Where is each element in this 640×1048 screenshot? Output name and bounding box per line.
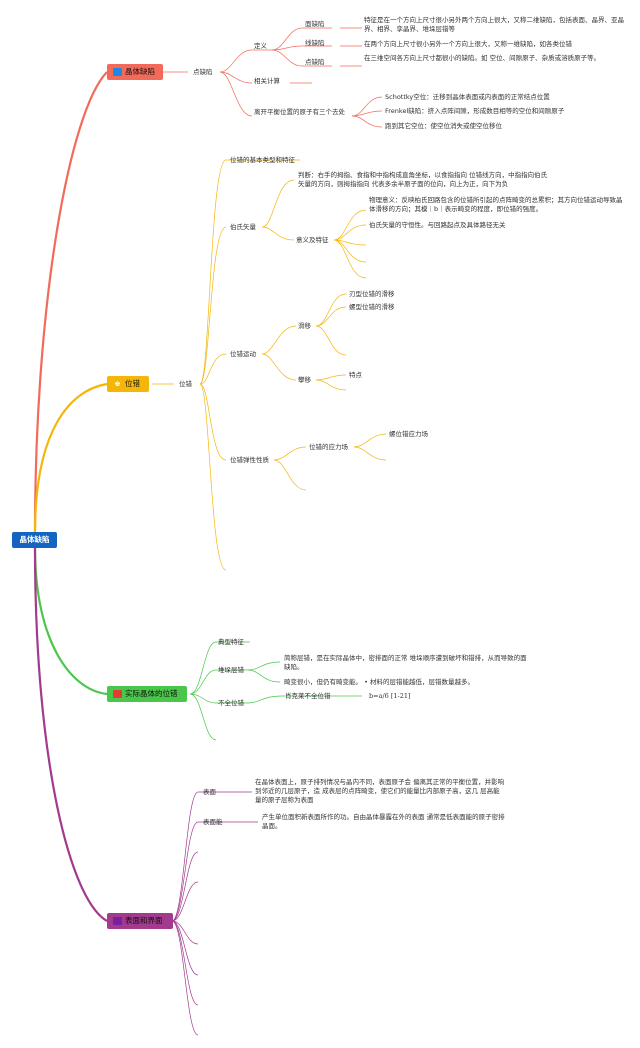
branch-2-lines (152, 159, 387, 571)
desc-surface: 在晶体表面上，原子排列情况与晶内不同，表面原子会 偏离其正常的平衡位置，并影响到… (255, 778, 505, 804)
branch-label: 晶体缺陷 (125, 67, 155, 76)
node-typical-features[interactable]: 典型特征 (218, 638, 244, 646)
branch-3-lines (189, 641, 362, 741)
node-atom-leave[interactable]: 离开平衡位置的原子有三个去处 (254, 108, 345, 116)
desc-conservation: 伯氏矢量的守恒性。与回路起点及具体路径无关 (369, 221, 506, 229)
root-node[interactable]: 晶体缺陷 (12, 532, 57, 548)
node-basic-types[interactable]: 位错的基本类型和特征 (230, 156, 295, 164)
node-elastic-properties[interactable]: 位错弹性性质 (230, 456, 269, 464)
node-definition[interactable]: 定义 (254, 42, 267, 50)
node-surface[interactable]: 表面 (203, 788, 216, 796)
branch-4-lines (171, 791, 258, 1036)
branch-real-crystal-dislocation[interactable]: 实际晶体的位错 (107, 686, 187, 702)
desc-stacking-energy: 畸变很小，但仍有畸变能。 • 材料的层错能越低，层错数量越多。 (284, 678, 474, 686)
slip-edge: 刃型位错的滑移 (349, 290, 395, 298)
red-flag-icon (113, 690, 122, 698)
branch-4-connector (33, 547, 108, 922)
node-plane-defect[interactable]: 面缺陷 (305, 20, 325, 28)
node-climb[interactable]: 攀移 (298, 376, 311, 384)
node-calculation[interactable]: 相关计算 (254, 77, 280, 85)
slip-screw: 螺型位错的滑移 (349, 303, 395, 311)
node-dislocation[interactable]: 位错 (179, 380, 192, 388)
branch-label: 位错 (125, 379, 140, 388)
stress-screw: 螺位错应力场 (389, 430, 428, 438)
leave-other-vacancy: 跑到其它空位：使空位消失或使空位移位 (385, 122, 502, 130)
node-meaning[interactable]: 意义及特征 (296, 236, 329, 244)
node-dislocation-motion[interactable]: 位错运动 (230, 350, 256, 358)
climb-feature: 特点 (349, 371, 362, 379)
branch-crystal-defects[interactable]: 晶体缺陷 (107, 64, 163, 80)
branch-label: 实际晶体的位错 (125, 689, 178, 698)
formula-shockley: b=a/6 [1-21] (369, 692, 411, 700)
node-point-defect-def[interactable]: 点缺陷 (305, 58, 325, 66)
node-partial-dislocation[interactable]: 不全位错 (218, 699, 244, 707)
desc-physical-meaning: 物理意义：反映柏氏回路包含的位错所引起的点阵畸变的总累积；其方向位错运动导致晶体… (369, 196, 623, 213)
desc-surface-energy: 产生单位面积新表面所作的功。自由晶体暴露在外的表面 通常是低表面能的原子密排晶面… (262, 813, 505, 830)
branch-surface-interface[interactable]: 表面和界面 (107, 913, 173, 929)
node-stacking-fault[interactable]: 堆垛层错 (218, 666, 244, 674)
branch-1-connector (33, 71, 108, 534)
desc-burgers-judge: 判断：右手的拇指、食指和中指构成直角坐标，以食指指向 位错线方向，中指指向伯氏矢… (298, 171, 548, 188)
leave-schottky: Schottky空位：迁移到晶体表面或内表面的正常结点位置 (385, 93, 550, 101)
trophy-icon: ♚ (114, 380, 121, 388)
branch-2-connector (33, 382, 108, 534)
node-stress-field[interactable]: 位错的应力场 (309, 443, 348, 451)
desc-stacking-fault: 简称层错，是在实际晶体中，密排面的正常 堆垛顺序遭到破坏和错排，从而导致的面缺陷… (284, 654, 527, 671)
branch-3-connector (33, 547, 108, 696)
node-slip[interactable]: 滑移 (298, 322, 311, 330)
desc-point-defect: 在三维空间各方向上尺寸都很小的缺陷。如 空位、间隙原子、杂质或溶质原子等。 (364, 54, 601, 62)
desc-plane-defect: 特征是在一个方向上尺寸很小另外两个方向上很大，又称二维缺陷，包括表面、晶界、亚晶… (364, 16, 624, 33)
node-point-defect[interactable]: 点缺陷 (193, 68, 213, 76)
node-surface-energy[interactable]: 表面能 (203, 818, 223, 826)
node-line-defect[interactable]: 线缺陷 (305, 39, 325, 47)
blue-flag-icon (113, 68, 122, 76)
branch-dislocation[interactable]: ♚ 位错 (107, 376, 149, 392)
branch-label: 表面和界面 (125, 916, 163, 925)
purple-flag-icon (113, 917, 122, 925)
leave-frenkel: Frenkel缺陷：挤入点阵间隙，形成数目相等的空位和间隙原子 (385, 107, 565, 115)
node-shockley[interactable]: 肖克莱不全位错 (285, 692, 331, 700)
branch-1-lines (162, 27, 383, 128)
desc-line-defect: 在两个方向上尺寸很小另外一个方向上很大，又称一维缺陷，如各类位错 (364, 40, 572, 48)
node-burgers-vector[interactable]: 伯氏矢量 (230, 223, 256, 231)
